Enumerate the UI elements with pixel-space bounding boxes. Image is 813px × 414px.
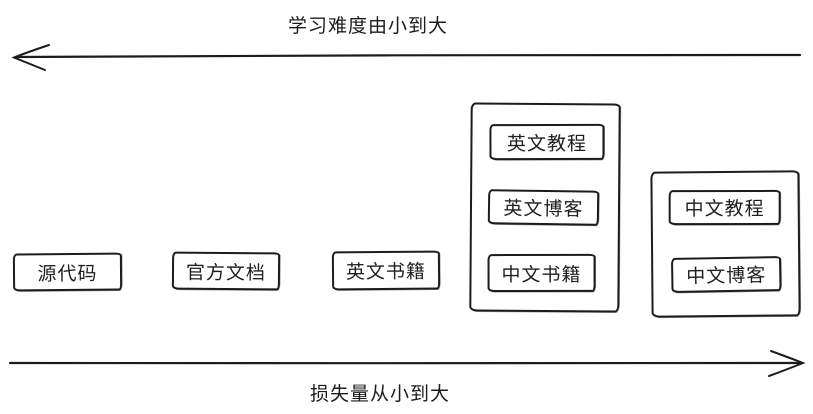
group-chinese: 中文教程 中文博客 bbox=[650, 170, 801, 318]
node-chinese-books: 中文书籍 bbox=[487, 253, 596, 293]
node-chinese-tutorials: 中文教程 bbox=[668, 189, 781, 226]
node-chinese-books-label: 中文书籍 bbox=[501, 264, 582, 286]
node-english-blogs-label: 英文博客 bbox=[503, 198, 584, 221]
node-english-blogs: 英文博客 bbox=[487, 189, 600, 226]
learning-difficulty-label: 学习难度由小到大 bbox=[288, 16, 449, 37]
node-official-docs-label: 官方文档 bbox=[185, 262, 267, 284]
loss-amount-arrow bbox=[8, 350, 806, 377]
node-chinese-blogs-label: 中文博客 bbox=[686, 265, 767, 288]
group-english: 英文教程 英文博客 中文书籍 bbox=[469, 102, 621, 313]
node-english-tutorials: 英文教程 bbox=[489, 123, 605, 161]
learning-difficulty-arrow bbox=[11, 44, 802, 71]
loss-amount-label: 损失量从小到大 bbox=[310, 384, 451, 405]
node-english-books-label: 英文书籍 bbox=[345, 261, 427, 284]
node-official-docs: 官方文档 bbox=[171, 251, 281, 291]
node-chinese-tutorials-label: 中文教程 bbox=[684, 198, 765, 221]
node-chinese-blogs: 中文博客 bbox=[670, 256, 782, 293]
node-english-tutorials-label: 英文教程 bbox=[506, 133, 587, 155]
node-source-code-label: 源代码 bbox=[37, 263, 98, 285]
node-source-code: 源代码 bbox=[12, 252, 123, 292]
node-english-books: 英文书籍 bbox=[331, 250, 441, 291]
